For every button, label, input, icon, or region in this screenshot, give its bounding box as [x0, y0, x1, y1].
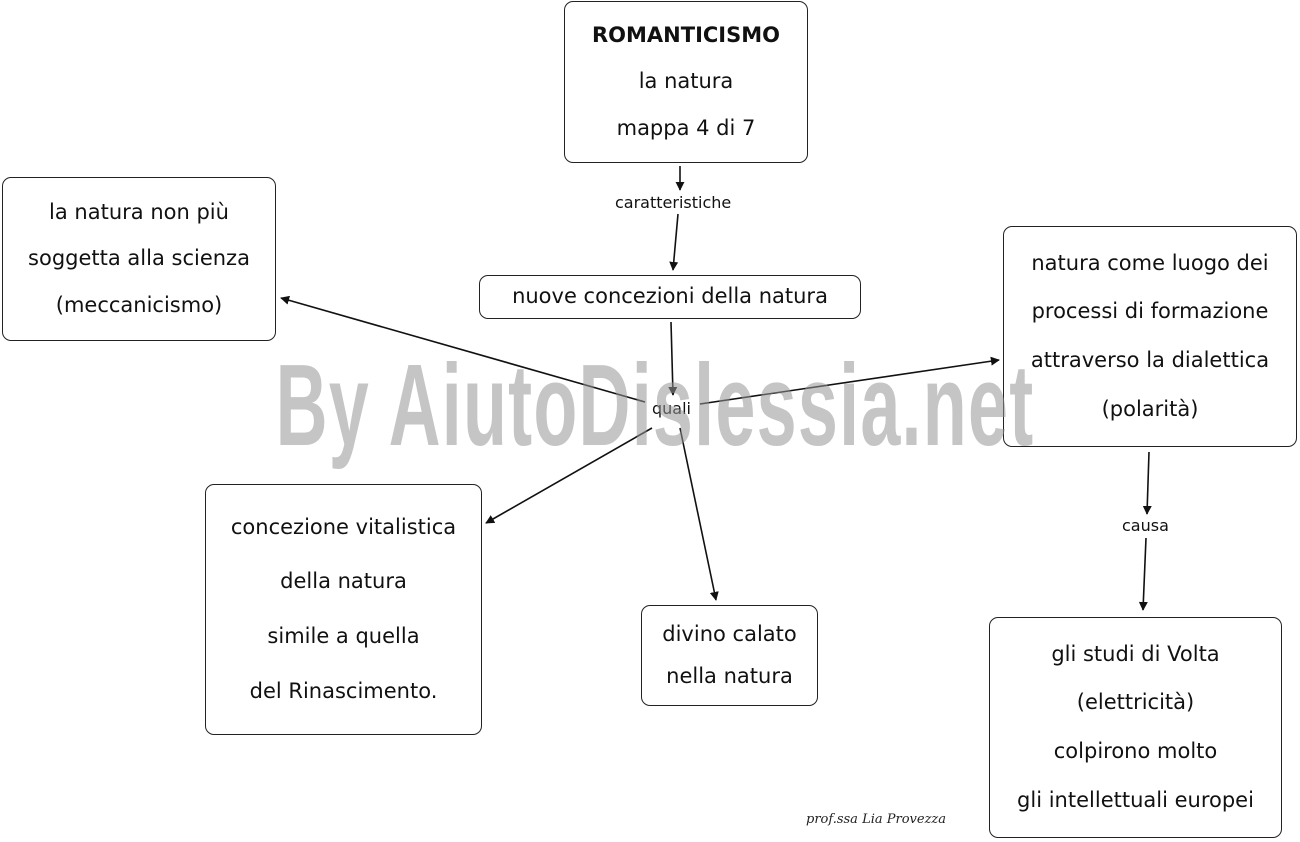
node-dialettica-line-1: natura come luogo dei [1031, 250, 1269, 275]
node-nuove-line-1: nuove concezioni della natura [512, 284, 828, 309]
node-vitalistica-line-3: simile a quella [267, 624, 420, 649]
edge-label-causa: causa [1119, 516, 1172, 535]
node-vitalistica-line-4: del Rinascimento. [249, 679, 438, 704]
node-dialettica: natura come luogo dei processi di formaz… [1003, 226, 1297, 447]
edge-label-caratteristiche: caratteristiche [612, 193, 735, 212]
node-vitalistica-line-1: concezione vitalistica [230, 514, 457, 539]
node-volta-line-4: gli intellettuali europei [1017, 788, 1254, 813]
node-volta-line-3: colpirono molto [1053, 739, 1218, 764]
node-volta: gli studi di Volta (elettricità) colpiro… [989, 617, 1282, 838]
node-dialettica-line-4: (polarità) [1101, 397, 1199, 422]
edge-label-quali: quali [649, 399, 694, 418]
node-dialettica-line-2: processi di formazione [1031, 299, 1269, 324]
node-non-scienza-line-3: (meccanicismo) [55, 293, 223, 318]
node-romanticismo-line-2: mappa 4 di 7 [616, 115, 756, 140]
node-non-scienza: la natura non più soggetta alla scienza … [2, 177, 276, 341]
node-nuove-concezioni: nuove concezioni della natura [479, 275, 861, 319]
node-volta-line-2: (elettricità) [1076, 690, 1195, 715]
node-romanticismo-line-1: la natura [638, 69, 734, 94]
node-divino-line-2: nella natura [666, 663, 793, 688]
node-romanticismo-title: ROMANTICISMO [592, 23, 780, 48]
edge-causa-to-volta [1138, 537, 1148, 611]
edge-quali-to-dialettica [699, 356, 1000, 405]
edge-quali-to-divino [679, 427, 719, 601]
node-dialettica-line-3: attraverso la dialettica [1030, 348, 1270, 373]
node-vitalistica: concezione vitalistica della natura simi… [205, 484, 482, 735]
node-divino-line-1: divino calato [662, 622, 797, 647]
edge-caratteristiche-to-nuove [669, 213, 679, 271]
node-vitalistica-line-2: della natura [280, 569, 407, 594]
node-non-scienza-line-1: la natura non più [49, 199, 229, 224]
node-volta-line-1: gli studi di Volta [1051, 641, 1220, 666]
author-signature: prof.ssa Lia Provezza [806, 812, 947, 827]
node-non-scienza-line-2: soggetta alla scienza [28, 246, 250, 271]
edge-quali-to-vitalistica [485, 427, 653, 524]
edge-nuove-to-quali [668, 321, 678, 396]
edge-dialettica-to-causa [1142, 451, 1152, 515]
node-romanticismo: ROMANTICISMO la natura mappa 4 di 7 [564, 1, 808, 163]
node-divino: divino calato nella natura [641, 605, 818, 706]
edge-quali-to-non-scienza [280, 295, 646, 403]
